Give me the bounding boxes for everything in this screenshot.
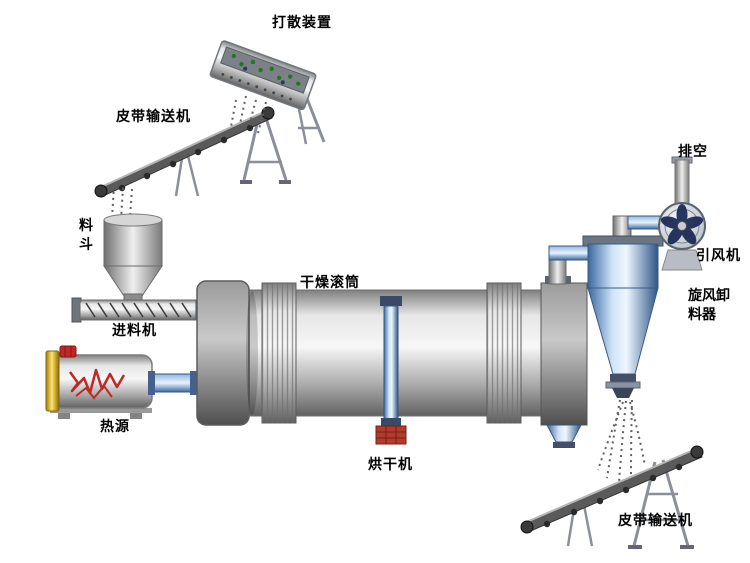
label-heat-source: 热源: [100, 418, 130, 434]
belt-conveyor-top: [94, 106, 291, 198]
hopper: [103, 213, 163, 305]
label-cyclone-discharger: 旋风卸料器: [688, 287, 730, 322]
label-feeder: 进料机: [112, 322, 157, 338]
heat-source: [45, 345, 199, 419]
label-drying-drum: 干燥滚筒: [300, 274, 360, 290]
label-scatter-device: 打散装置: [272, 14, 332, 30]
riding-ring-left: [261, 282, 297, 424]
dryer-pipe: [375, 296, 407, 445]
material-stream-cyclone: [597, 399, 646, 483]
scatter-device: [209, 40, 326, 145]
label-belt-conveyor-top: 皮带输送机: [116, 108, 191, 124]
exhaust-pipe: [671, 156, 693, 205]
induced-draft-fan: [658, 202, 706, 271]
discharge-hood: [540, 276, 588, 448]
label-hopper: 料斗: [79, 217, 93, 252]
riding-ring-right: [486, 282, 522, 424]
belt-conveyor-bottom: [520, 445, 704, 549]
screw-feeder: [71, 297, 213, 323]
label-vent: 排空: [678, 143, 708, 159]
cyclone-separator: [582, 215, 664, 398]
label-belt-conveyor-bottom: 皮带输送机: [618, 512, 693, 528]
label-induced-draft-fan: 引风机: [696, 247, 741, 263]
label-dryer: 烘干机: [368, 456, 413, 472]
